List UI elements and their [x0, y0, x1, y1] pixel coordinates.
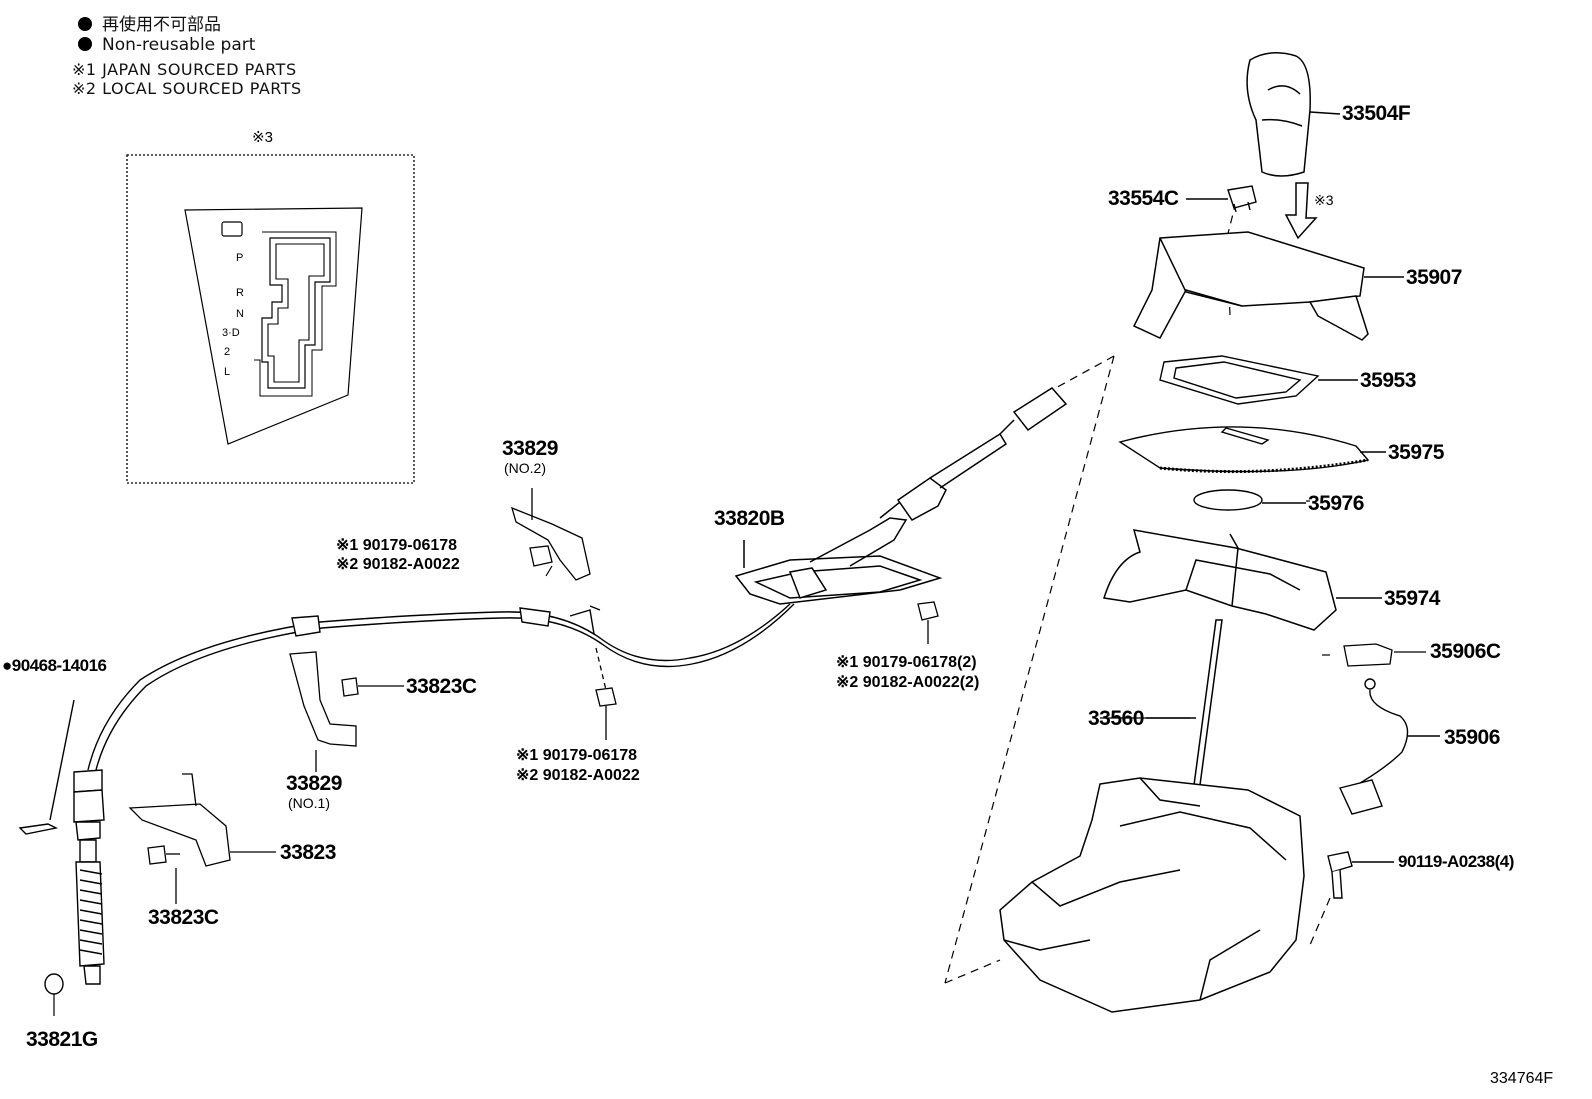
slide-cover — [1118, 426, 1386, 474]
cap-part — [1186, 185, 1257, 213]
shift-cable-boot — [734, 387, 1068, 605]
gate-p: P — [236, 252, 244, 264]
legend: 再使用不可部品 Non-reusable part ※1 JAPAN SOURC… — [72, 10, 302, 98]
wire-harness — [1339, 678, 1440, 815]
part-33829-no2-sub: (NO.2) — [504, 460, 546, 476]
gate-3d: 3·D — [222, 327, 240, 339]
legend-note2: ※2 LOCAL SOURCED PARTS — [72, 79, 302, 98]
bullet-icon — [78, 17, 92, 31]
mounting-bolt — [1327, 851, 1394, 899]
bullet-icon — [78, 37, 92, 51]
diagram-id: 334764F — [1490, 1070, 1554, 1087]
clip-c-local: ※2 90182-A0022 — [516, 767, 640, 784]
console-panel — [1132, 231, 1404, 341]
part-35907: 35907 — [1406, 266, 1462, 289]
shift-knob — [1246, 52, 1341, 177]
bracket-no1 — [289, 651, 404, 772]
shift-cable — [87, 603, 795, 771]
wire-clip — [1343, 643, 1426, 667]
part-90468: ●90468-14016 — [2, 656, 107, 675]
part-33823: 33823 — [280, 841, 336, 864]
part-33829-no1-sub: (NO.1) — [288, 795, 330, 811]
legend-jp-row: 再使用不可部品 — [78, 10, 302, 35]
part-35976: 35976 — [1308, 492, 1364, 515]
indicator-plate — [1159, 355, 1358, 405]
gate-r: R — [236, 287, 244, 299]
legend-note1: ※1 JAPAN SOURCED PARTS — [72, 60, 297, 79]
part-35906: 35906 — [1444, 726, 1500, 749]
legend-jp: 再使用不可部品 — [102, 15, 221, 35]
bracket-33823 — [128, 773, 276, 904]
part-35975: 35975 — [1388, 441, 1444, 464]
indicator-housing — [1103, 529, 1382, 631]
clip-a-japan: ※1 90179-06178 — [336, 537, 458, 554]
leader-lines — [53, 500, 1330, 1016]
part-33560: 33560 — [1088, 707, 1144, 730]
part-35953: 35953 — [1360, 369, 1416, 392]
clip-b-japan: ※1 90179-06178(2) — [836, 654, 977, 671]
cover-disc — [1193, 489, 1306, 511]
part-33820B: 33820B — [714, 507, 785, 530]
part-33554C: 33554C — [1108, 187, 1179, 210]
shift-lever-assembly — [999, 619, 1305, 1013]
clip-b-local: ※2 90182-A0022(2) — [836, 674, 980, 691]
install-arrow — [1284, 182, 1318, 240]
shift-gate-inset — [126, 154, 415, 484]
part-33504F: 33504F — [1342, 102, 1411, 125]
part-33829-no2: 33829 — [502, 437, 558, 460]
gate-n: N — [236, 308, 244, 320]
clip-c-japan: ※1 90179-06178 — [516, 747, 638, 764]
part-35974: 35974 — [1384, 587, 1440, 610]
clip-nuts — [595, 601, 939, 740]
bracket-no2 — [511, 488, 591, 581]
cable-end — [18, 699, 105, 995]
inset-marker: ※3 — [252, 129, 273, 146]
part-35906C: 35906C — [1430, 640, 1501, 663]
part-90119: 90119-A0238(4) — [1398, 852, 1514, 871]
gate-2: 2 — [224, 346, 231, 358]
clip-a-local: ※2 90182-A0022 — [336, 556, 460, 573]
legend-en-row: Non-reusable part — [78, 35, 302, 60]
part-33823C-a: 33823C — [406, 675, 477, 698]
gate-l: L — [224, 366, 231, 378]
part-33823C-b: 33823C — [148, 906, 219, 929]
arrow-marker: ※3 — [1314, 192, 1334, 208]
part-33821G: 33821G — [26, 1028, 98, 1051]
part-33829-no1: 33829 — [286, 772, 342, 795]
legend-en: Non-reusable part — [102, 35, 256, 55]
